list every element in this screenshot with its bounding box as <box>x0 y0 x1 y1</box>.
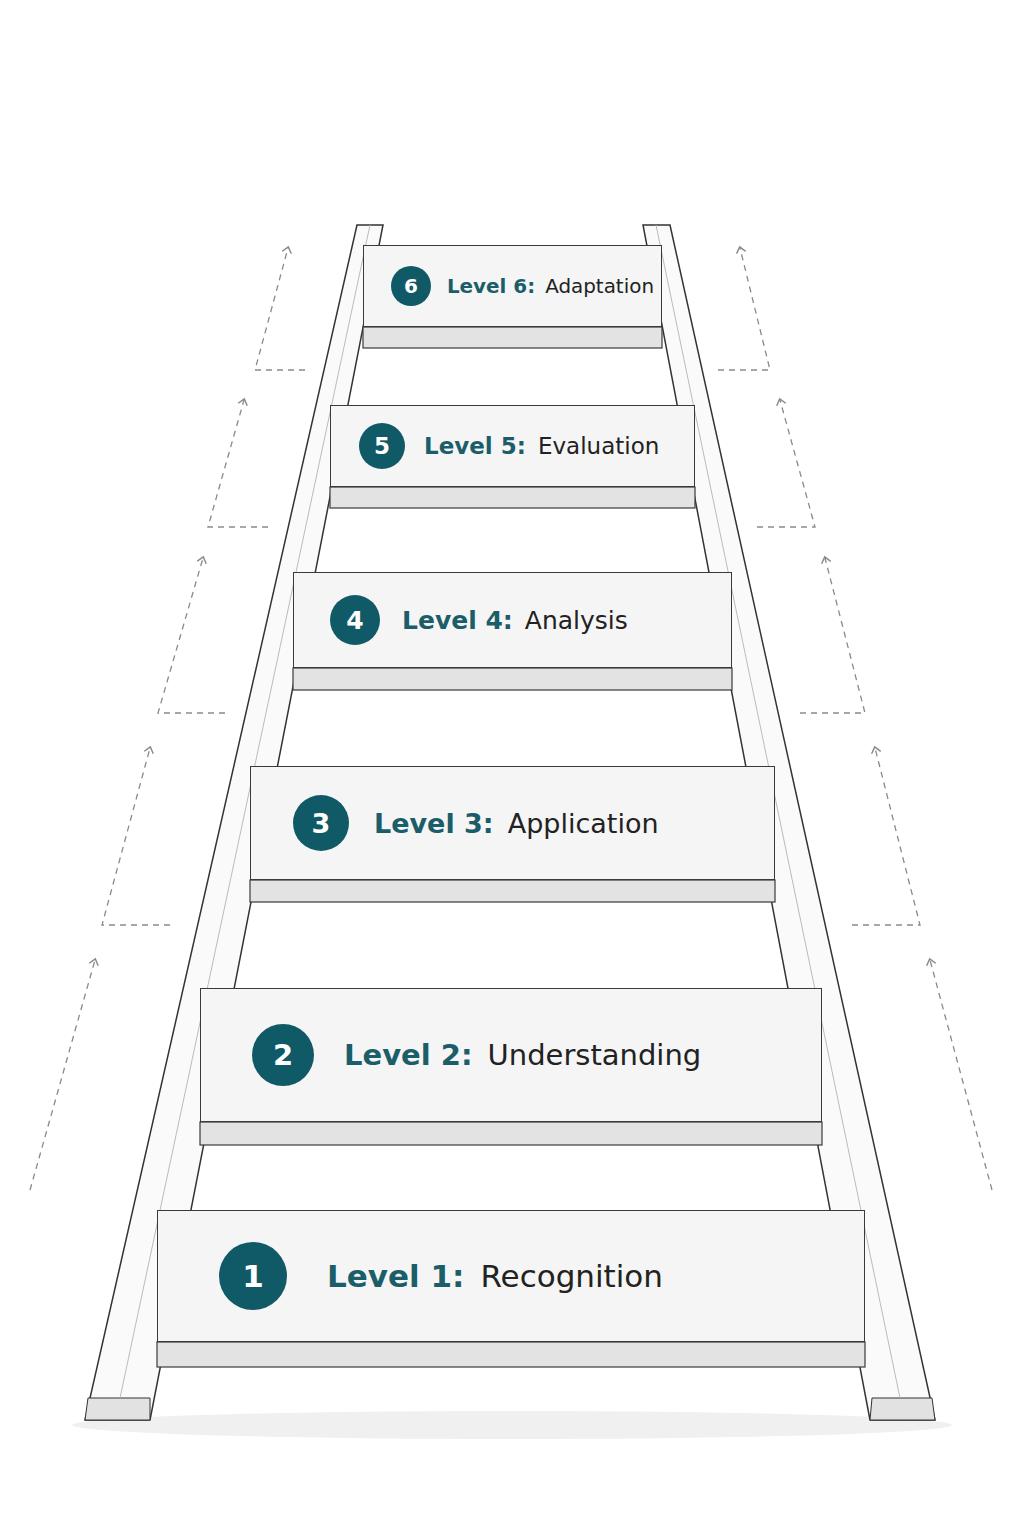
level-label: Level 3: <box>374 808 494 839</box>
level-number: 2 <box>273 1038 293 1072</box>
level-label: Level 4: <box>402 606 513 635</box>
level-number: 4 <box>346 606 363 635</box>
ladder-rung: 3 Level 3: Application <box>250 766 775 880</box>
ladder-rung: 1 Level 1: Recognition <box>157 1210 865 1342</box>
level-number-circle: 3 <box>293 795 349 851</box>
level-name: Analysis <box>525 606 628 635</box>
level-name: Application <box>508 808 659 839</box>
ladder-rung: 6 Level 6: Adaptation <box>363 245 662 327</box>
level-label: Level 6: <box>447 275 535 298</box>
level-number-circle: 1 <box>219 1242 287 1310</box>
level-label: Level 1: <box>327 1258 464 1294</box>
level-number: 1 <box>242 1258 264 1294</box>
level-number-circle: 2 <box>252 1024 314 1086</box>
level-name: Adaptation <box>545 275 654 298</box>
level-name: Recognition <box>480 1258 663 1294</box>
level-name: Understanding <box>488 1038 702 1072</box>
level-number: 5 <box>374 433 390 459</box>
ladder-rung: 5 Level 5: Evaluation <box>330 405 695 487</box>
ladder-rung: 2 Level 2: Understanding <box>200 988 822 1122</box>
ladder-rung: 4 Level 4: Analysis <box>293 572 732 668</box>
level-label: Level 5: <box>424 433 526 459</box>
level-number: 3 <box>312 808 331 839</box>
level-name: Evaluation <box>538 433 659 459</box>
level-number: 6 <box>404 274 418 298</box>
level-number-circle: 6 <box>391 266 431 306</box>
level-number-circle: 4 <box>330 595 380 645</box>
level-label: Level 2: <box>344 1038 473 1072</box>
level-number-circle: 5 <box>359 423 405 469</box>
